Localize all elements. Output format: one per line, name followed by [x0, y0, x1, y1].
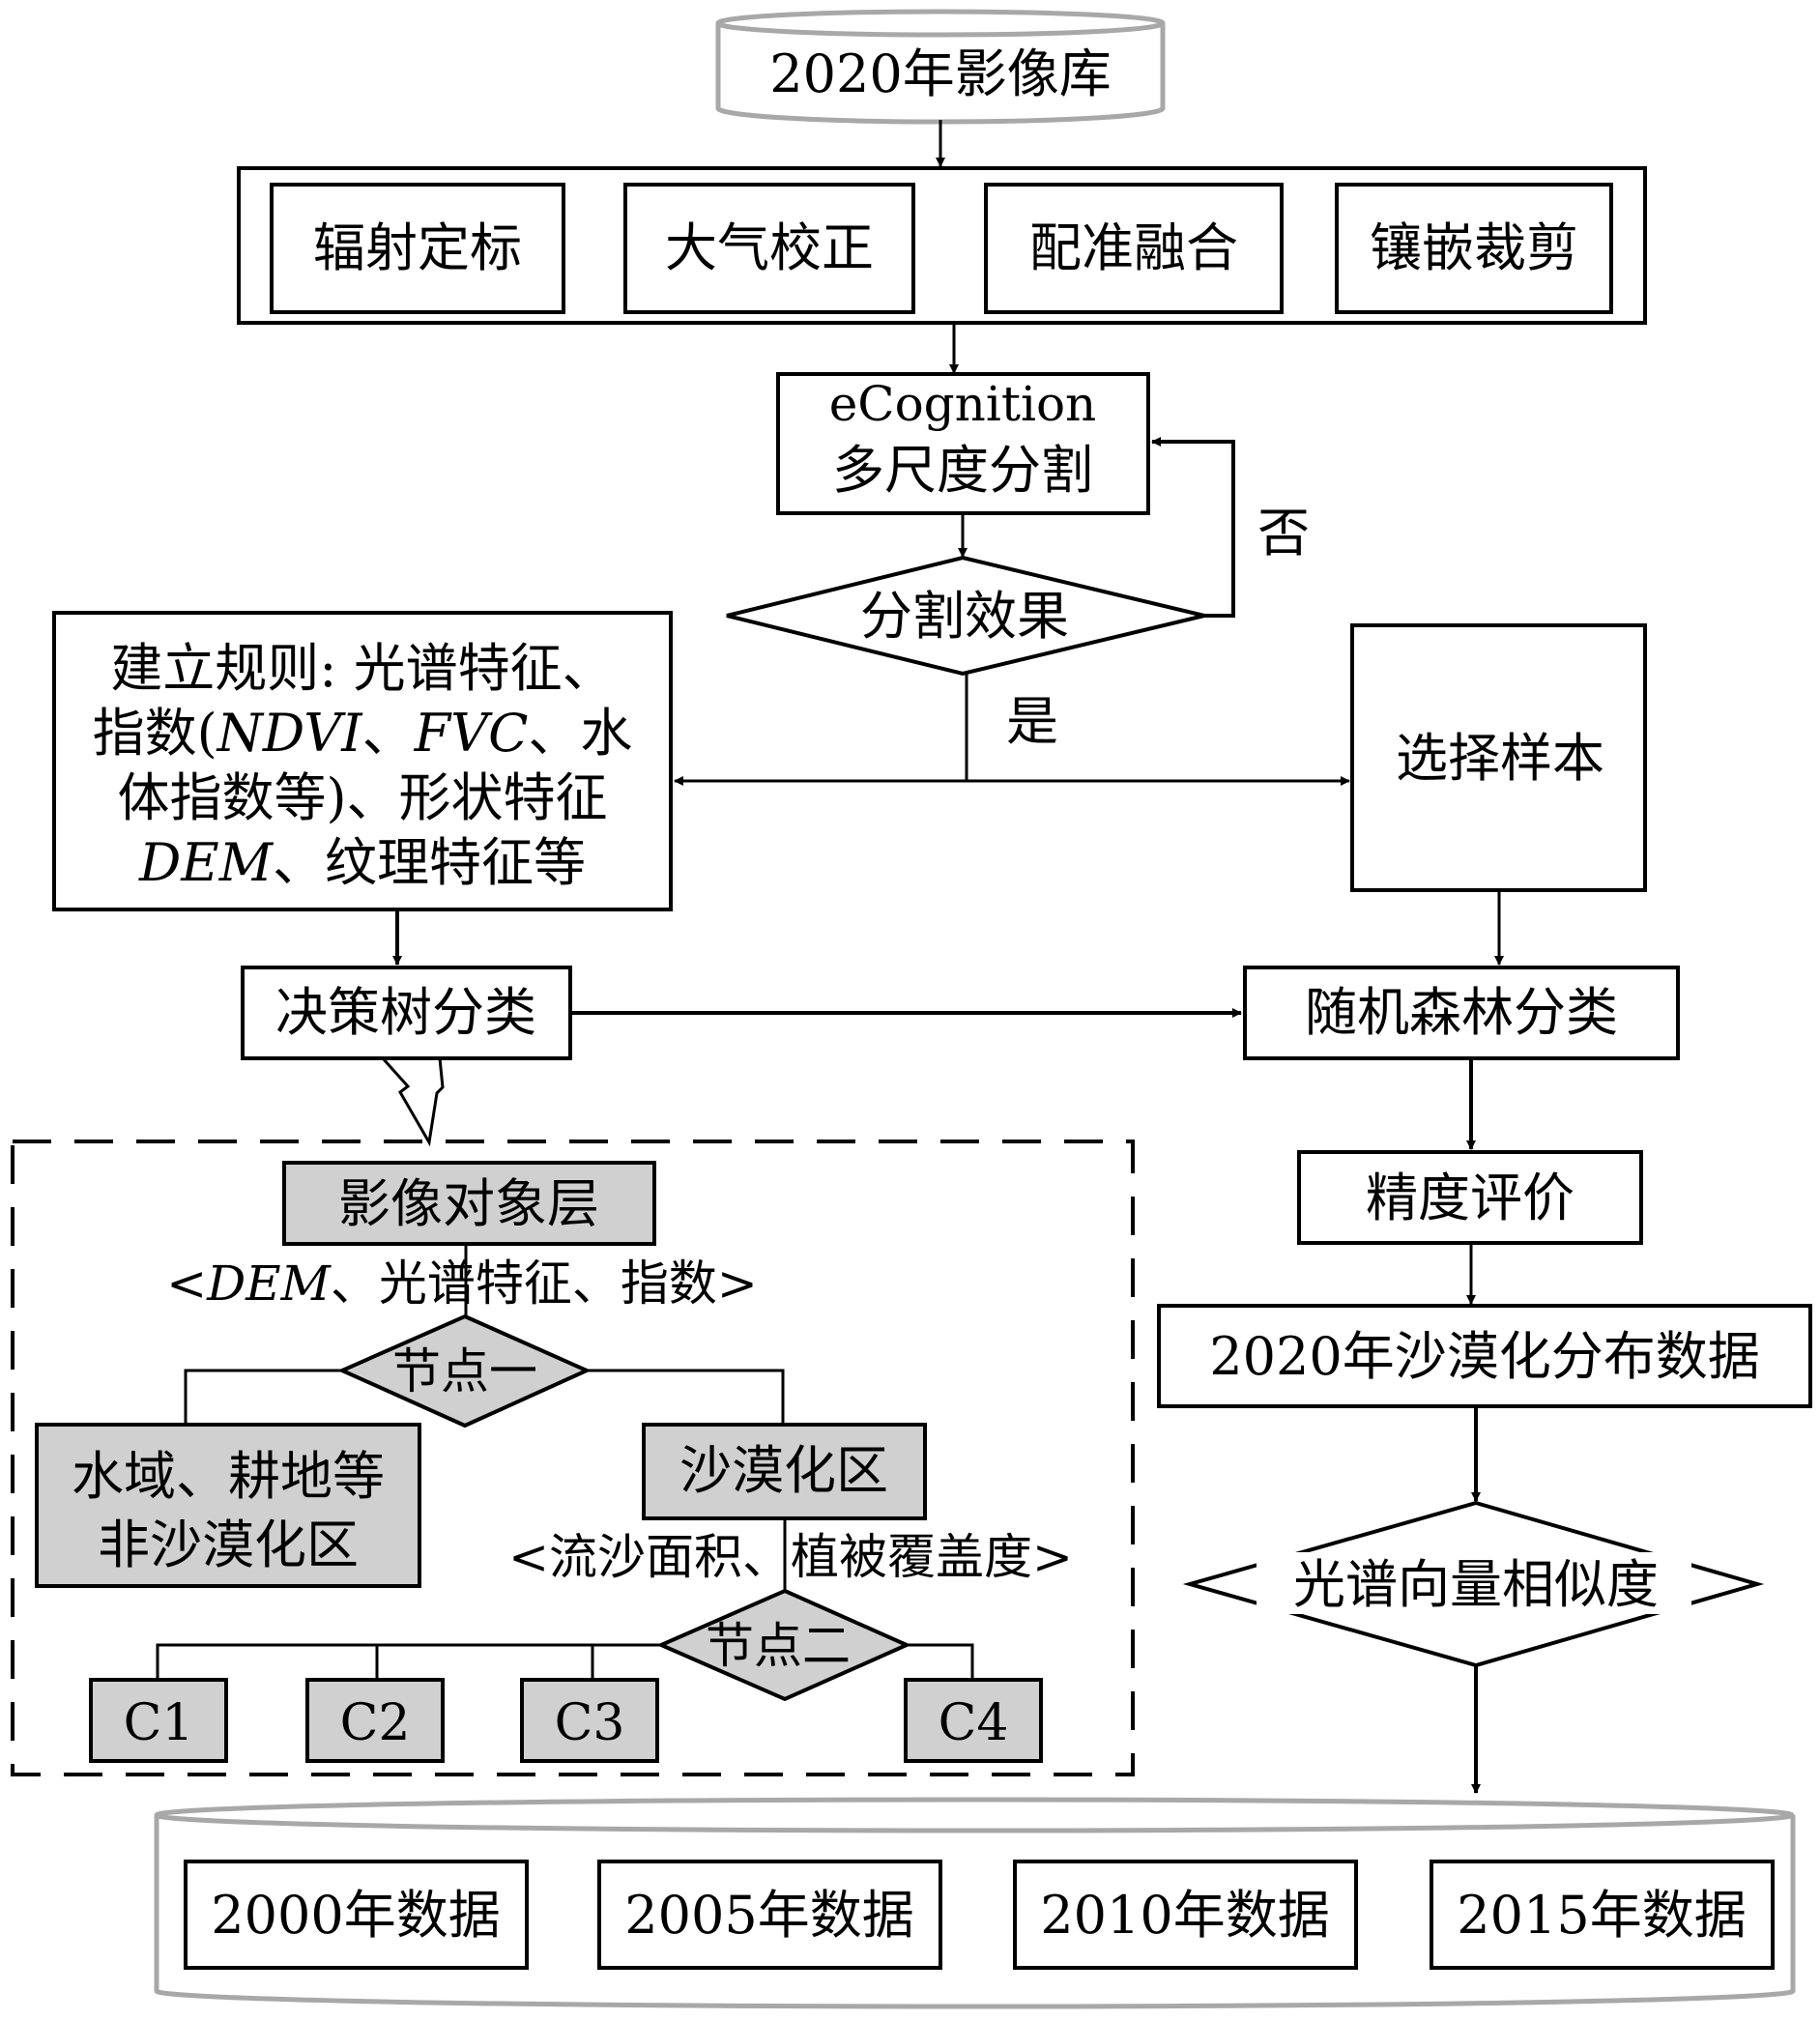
- node2-branch-c4: [907, 1643, 974, 1680]
- segmentation-quality-diamond: [726, 555, 1205, 677]
- non-desert-label-line1: 水域、耕地等: [72, 1446, 385, 1507]
- non-desert-box: [35, 1423, 421, 1588]
- image-library-cylinder: 2020年影像库: [715, 9, 1166, 125]
- step-radiometric-calibration: [270, 183, 565, 314]
- result-2020-label: 2020年沙漠化分布数据: [1209, 1326, 1759, 1387]
- desertification-zone-label: 沙漠化区: [679, 1440, 888, 1501]
- history-item-2000: [184, 1860, 529, 1970]
- step-mosaic-clip: [1335, 183, 1613, 314]
- decision-tree-detail-frame: [11, 1140, 1135, 1776]
- desertification-zone-box: [642, 1423, 927, 1520]
- class-c4-box: [904, 1678, 1043, 1763]
- step-label: 辐射定标: [313, 217, 522, 278]
- node-two-label: 节点二: [706, 1618, 851, 1674]
- rules-line: DEM、纹理特征等: [138, 832, 586, 893]
- node1-left-branch: [184, 1369, 342, 1425]
- random-forest-box: [1243, 966, 1680, 1060]
- rules-line: 指数(NDVI、FVC、水: [93, 703, 633, 764]
- step-label: 镶嵌裁剪: [1370, 217, 1578, 278]
- class-c3-label: C3: [555, 1694, 625, 1752]
- non-desert-label-line2: 非沙漠化区: [98, 1515, 359, 1575]
- rules-line: 体指数等)、形状特征: [117, 767, 607, 828]
- accuracy-assessment-box: [1297, 1150, 1643, 1245]
- step-atmospheric-correction: [623, 183, 915, 314]
- decision-tree-detail: 影像对象层 <DEM、光谱特征、指数> 节点一 水域、耕地等 非沙漠化区 沙漠化…: [35, 1161, 1073, 1763]
- node-one-diamond: [337, 1313, 592, 1428]
- history-label: 2000年数据: [211, 1885, 500, 1946]
- segmentation-quality-label: 分割效果: [860, 586, 1069, 647]
- node-one-label: 节点一: [392, 1343, 537, 1400]
- segmentation-box: [776, 372, 1150, 515]
- random-forest-label: 随机森林分类: [1305, 982, 1618, 1043]
- history-label: 2005年数据: [624, 1885, 913, 1946]
- class-c2-label: C2: [340, 1694, 411, 1752]
- select-samples-label: 选择样本: [1396, 728, 1604, 789]
- arrow-no-loop: [1151, 437, 1235, 618]
- select-samples-box: [1350, 623, 1647, 892]
- desert-criteria-label: <流沙面积、植被覆盖度>: [508, 1529, 1073, 1585]
- segmentation-software-label: eCognition: [829, 376, 1097, 432]
- similarity-label-bg: [1257, 1552, 1691, 1614]
- node1-right-branch: [587, 1369, 785, 1425]
- no-label: 否: [1257, 503, 1310, 563]
- history-label: 2010年数据: [1040, 1885, 1329, 1946]
- class-c2-box: [305, 1678, 445, 1763]
- accuracy-assessment-label: 精度评价: [1366, 1168, 1574, 1228]
- image-object-layer-box: [282, 1161, 656, 1246]
- rules-box: [52, 611, 673, 911]
- rules-line: 建立规则: 光谱特征、: [110, 638, 614, 699]
- yes-label: 是: [1006, 691, 1058, 752]
- spectral-similarity-label: 光谱向量相似度: [1293, 1554, 1659, 1615]
- class-c3-box: [520, 1678, 659, 1763]
- decision-tree-label: 决策树分类: [275, 982, 536, 1043]
- history-item-2010: [1013, 1860, 1358, 1970]
- image-library-label: 2020年影像库: [769, 43, 1111, 104]
- class-c1-label: C1: [124, 1694, 194, 1752]
- history-item-2015: [1430, 1860, 1775, 1970]
- class-c4-label: C4: [939, 1694, 1009, 1752]
- image-object-layer-label: 影像对象层: [338, 1173, 599, 1234]
- result-2020-box: [1157, 1304, 1812, 1408]
- decision-tree-box: [241, 966, 572, 1060]
- history-item-2005: [597, 1860, 942, 1970]
- node2-branch-c1: [156, 1643, 661, 1680]
- node-two-diamond: [656, 1588, 911, 1702]
- preprocessing-group: 辐射定标 大气校正 配准融合 镶嵌裁剪: [237, 166, 1647, 325]
- step-registration-fusion: [984, 183, 1284, 314]
- historical-data-cylinder: 2000年数据 2005年数据 2010年数据 2015年数据: [154, 1797, 1796, 2009]
- lightning-connector-icon: [381, 1056, 445, 1147]
- class-c1-box: [89, 1678, 228, 1763]
- root-criteria-label: <DEM、光谱特征、指数>: [166, 1255, 758, 1312]
- step-label: 大气校正: [665, 217, 874, 278]
- step-label: 配准融合: [1029, 217, 1238, 278]
- history-label: 2015年数据: [1457, 1885, 1746, 1946]
- segmentation-method-label: 多尺度分割: [832, 440, 1093, 501]
